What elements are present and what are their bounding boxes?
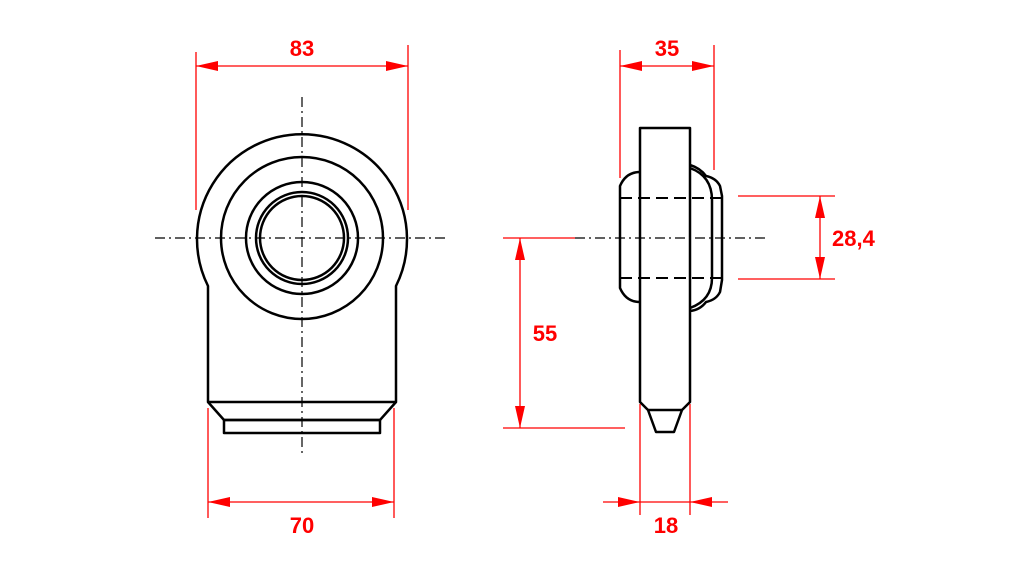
- dim-55-label: 55: [533, 321, 557, 346]
- side-ball-outer: [618, 163, 724, 313]
- dim-83-arrow-left: [196, 61, 218, 71]
- front-inner-ring-outer: [244, 180, 360, 296]
- front-ball-ring: [219, 155, 385, 321]
- side-view: 35 28,4 55 18: [503, 36, 876, 538]
- dim-28-4-arrow-top: [815, 196, 825, 218]
- dim-70-arrow-left: [208, 497, 230, 507]
- dim-28-4-label: 28,4: [832, 226, 876, 251]
- front-bore: [258, 194, 346, 282]
- front-inner-ring: [254, 190, 350, 286]
- dim-35-label: 35: [655, 36, 679, 61]
- dim-18-label: 18: [654, 513, 678, 538]
- dim-18-arrow-right: [690, 497, 712, 507]
- dim-35-arrow-left: [620, 61, 642, 71]
- dim-35-arrow-right: [692, 61, 714, 71]
- dim-83-label: 83: [290, 36, 314, 61]
- front-base-plate: [222, 418, 382, 435]
- front-view: 83 70: [155, 36, 448, 538]
- dim-55-arrow-top: [515, 238, 525, 260]
- dim-18-arrow-left: [618, 497, 640, 507]
- dim-70-label: 70: [290, 513, 314, 538]
- dim-83-arrow-right: [386, 61, 408, 71]
- dim-55-arrow-bottom: [515, 406, 525, 428]
- dim-70-arrow-right: [372, 497, 394, 507]
- side-ball-inner-right: [689, 166, 714, 310]
- dim-28-4-arrow-bottom: [815, 257, 825, 279]
- side-plate-outline: [638, 126, 692, 434]
- front-body-outline: [195, 132, 409, 404]
